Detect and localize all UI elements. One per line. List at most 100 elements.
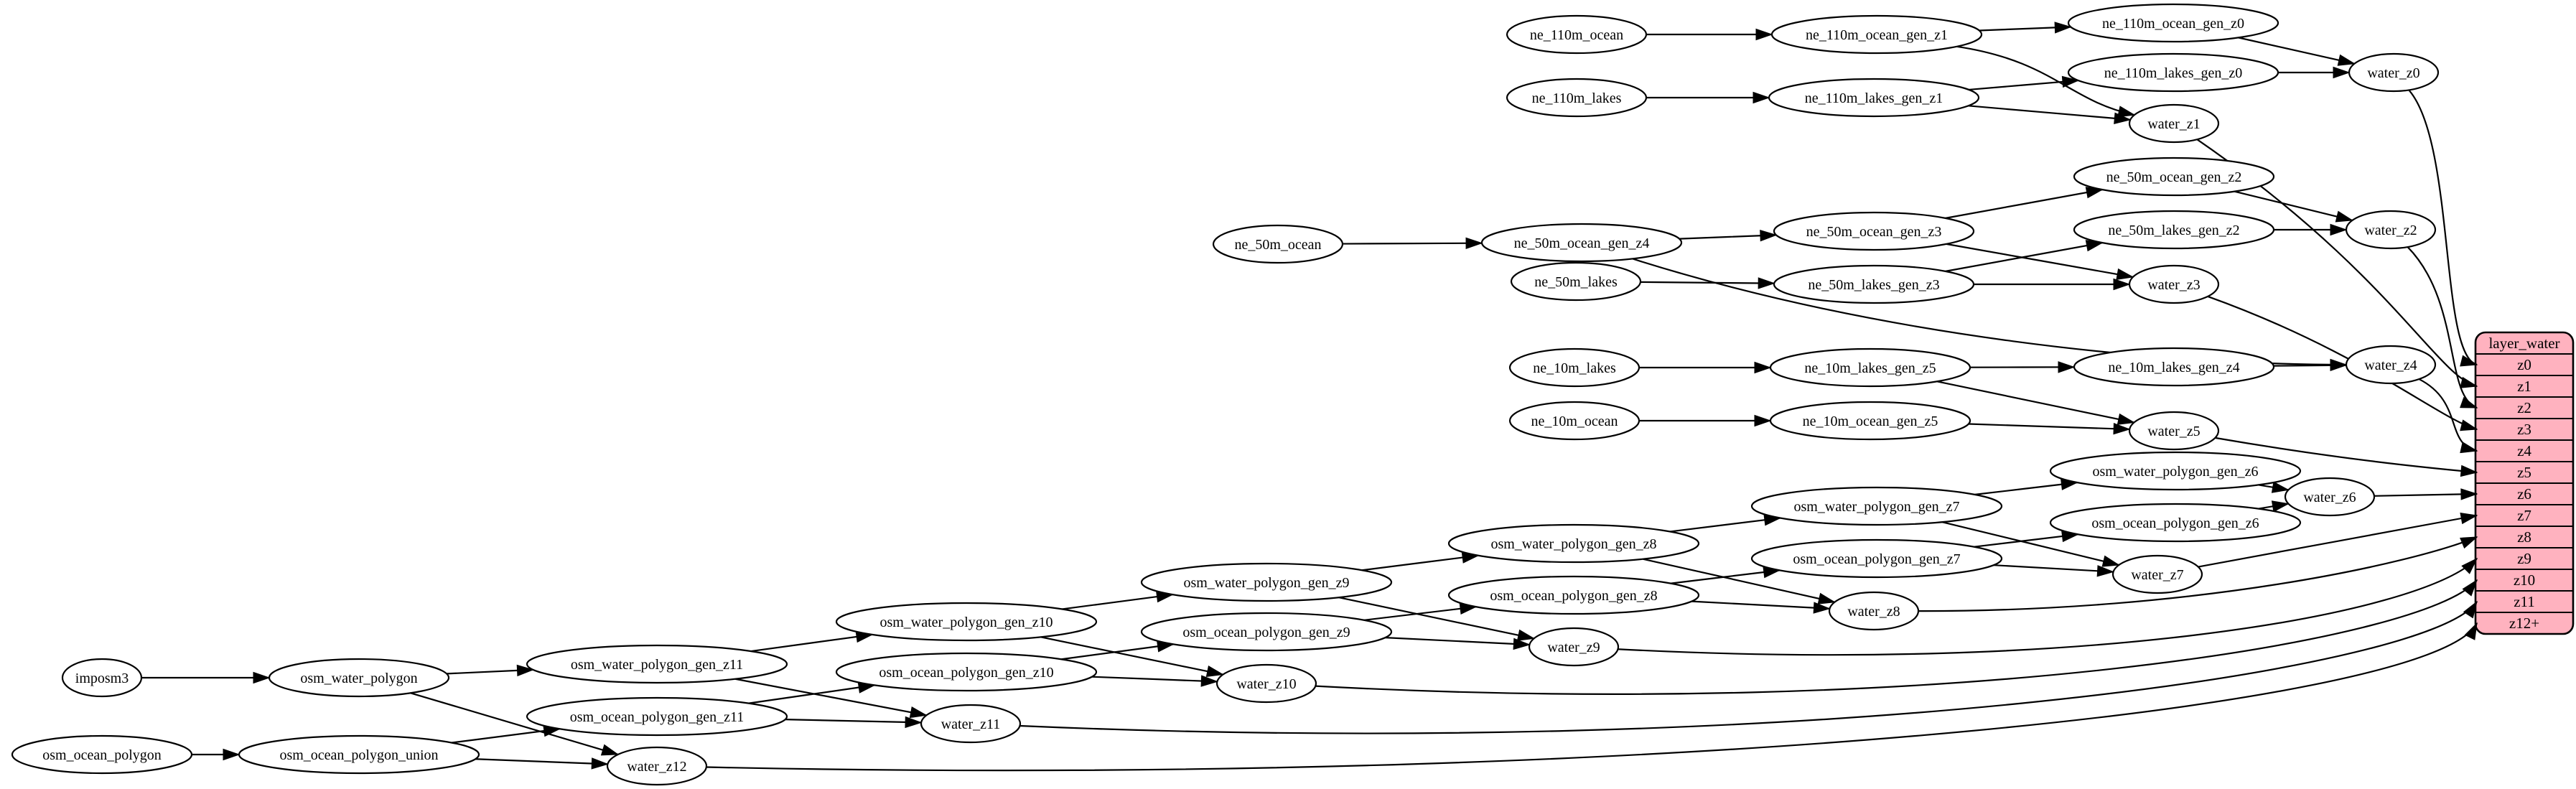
arrowhead-icon: [905, 716, 923, 729]
layer-water-table-header: layer_water: [2488, 335, 2559, 352]
edge-line: [1946, 243, 2134, 278]
layer-water-table: layer_waterz0z1z2z3z4z5z6z7z8z9z10z11z12…: [2474, 331, 2575, 635]
node-osm_ocean_polygon_gen_z10: osm_ocean_polygon_gen_z10: [835, 652, 1098, 692]
edge-osm_ocean_polygon-to-osm_ocean_polygon_union: [191, 748, 241, 761]
arrowhead-icon: [2061, 75, 2080, 88]
node-ne_50m_ocean_gen_z2: ne_50m_ocean_gen_z2: [2073, 157, 2275, 197]
node-ellipse: [1506, 14, 1648, 55]
node-label: water_z1: [2147, 116, 2200, 132]
node-ellipse: [835, 602, 1098, 642]
node-osm_ocean_polygon: osm_ocean_polygon: [11, 734, 193, 775]
node-label: osm_water_polygon_gen_z9: [1183, 575, 1349, 591]
edge-osm_water_polygon_gen_z10-to-osm_water_polygon_gen_z9: [1062, 590, 1174, 610]
edge-osm_water_polygon_gen_z10-to-water_z10: [1040, 636, 1224, 678]
edge-osm_water_polygon_gen_z7-to-water_z7: [1941, 521, 2120, 567]
edges-layer: [141, 22, 2478, 772]
arrowhead-icon: [1516, 629, 1536, 641]
node-ellipse: [835, 652, 1098, 692]
arrowhead-icon: [1760, 230, 1778, 242]
arrowhead-icon: [2460, 442, 2478, 454]
node-water_z11: water_z11: [920, 704, 1022, 744]
table-row-z0: z0: [2517, 356, 2531, 373]
node-water_z6: water_z6: [2284, 477, 2376, 517]
edge-line: [1315, 579, 2478, 695]
arrowhead-icon: [2460, 355, 2478, 367]
node-label: water_z11: [941, 716, 1001, 732]
edge-line: [1342, 242, 1483, 245]
edge-line: [1385, 637, 1530, 646]
arrowhead-icon: [1465, 237, 1483, 249]
node-ellipse: [11, 734, 193, 775]
node-osm_ocean_polygon_gen_z6: osm_ocean_polygon_gen_z6: [2049, 503, 2302, 543]
node-ellipse: [2345, 345, 2437, 385]
node-osm_water_polygon_gen_z7: osm_water_polygon_gen_z7: [1750, 486, 2003, 526]
node-label: osm_water_polygon_gen_z11: [571, 657, 743, 673]
node-label: ne_50m_ocean_gen_z3: [1806, 224, 1942, 240]
arrowhead-icon: [2054, 22, 2072, 34]
edge-line: [1361, 554, 1479, 571]
node-water_z9: water_z9: [1528, 627, 1620, 667]
edge-ne_50m_ocean_gen_z4-to-ne_50m_ocean_gen_z3: [1679, 230, 1778, 242]
node-ellipse: [1773, 264, 1975, 304]
table-row-z2: z2: [2517, 399, 2531, 416]
edge-osm_ocean_polygon_gen_z9-to-water_z9: [1385, 637, 1531, 650]
arrowhead-icon: [1754, 414, 1772, 427]
node-label: osm_ocean_polygon_gen_z11: [570, 709, 745, 725]
table-row-z7: z7: [2517, 507, 2531, 524]
node-water_z5: water_z5: [2128, 411, 2220, 451]
node-label: osm_ocean_polygon_gen_z10: [879, 665, 1053, 681]
node-ne_50m_ocean_gen_z4: ne_50m_ocean_gen_z4: [1480, 223, 1683, 263]
node-osm_water_polygon_gen_z10: osm_water_polygon_gen_z10: [835, 602, 1098, 642]
edge-line: [1091, 676, 1218, 683]
node-label: water_z6: [2303, 490, 2356, 505]
node-osm_water_polygon_gen_z11: osm_water_polygon_gen_z11: [526, 644, 788, 684]
edge-osm_water_polygon_gen_z11-to-water_z11: [734, 678, 928, 719]
edge-line: [1062, 594, 1173, 610]
node-water_z3: water_z3: [2128, 264, 2220, 304]
node-label: water_z9: [1547, 640, 1600, 655]
edge-line: [706, 622, 2478, 772]
node-label: water_z0: [2367, 65, 2419, 81]
edge-ne_110m_lakes-to-ne_110m_lakes_gen_z1: [1646, 91, 1770, 104]
edge-water_z8-to-z8: [1918, 536, 2478, 612]
arrowhead-icon: [2058, 361, 2076, 373]
edge-line: [2215, 436, 2478, 474]
node-label: water_z10: [1236, 676, 1296, 692]
edge-line: [1061, 643, 1174, 660]
node-ellipse: [1750, 486, 2003, 526]
edge-water_z1-to-z1: [2196, 139, 2478, 388]
node-label: ne_110m_ocean_gen_z0: [2102, 16, 2244, 32]
node-label: ne_50m_lakes_gen_z3: [1808, 277, 1939, 293]
node-ne_10m_ocean_gen_z5: ne_10m_ocean_gen_z5: [1769, 401, 1971, 441]
node-ne_110m_ocean_gen_z0: ne_110m_ocean_gen_z0: [2067, 3, 2279, 43]
node-imposm3: imposm3: [61, 658, 143, 698]
edge-ne_110m_ocean_gen_z1-to-ne_110m_ocean_gen_z0: [1979, 22, 2072, 34]
edge-ne_110m_lakes_gen_z1-to-ne_110m_lakes_gen_z0: [1968, 75, 2080, 91]
node-label: ne_110m_ocean_gen_z1: [1806, 27, 1948, 43]
node-ellipse: [606, 746, 708, 786]
node-label: ne_110m_ocean: [1530, 27, 1623, 43]
node-water_z7: water_z7: [2111, 554, 2203, 594]
node-ellipse: [2111, 554, 2203, 594]
edge-osm_ocean_polygon_gen_z11-to-water_z11: [785, 716, 923, 729]
node-label: ne_50m_ocean_gen_z2: [2106, 169, 2242, 185]
node-label: osm_water_polygon_gen_z10: [879, 615, 1053, 630]
edge-water_z6-to-z6: [2374, 488, 2478, 500]
node-ellipse: [1770, 14, 1983, 55]
edge-line: [410, 692, 619, 755]
node-ellipse: [1828, 591, 1920, 631]
arrowhead-icon: [2117, 413, 2135, 425]
node-ne_50m_ocean: ne_50m_ocean: [1212, 224, 1344, 264]
edge-line: [1968, 79, 2079, 91]
node-label: water_z3: [2147, 277, 2200, 293]
edge-line: [451, 728, 560, 744]
node-label: ne_50m_ocean: [1234, 237, 1321, 253]
edge-line: [1945, 189, 2103, 219]
arrowhead-icon: [1205, 665, 1224, 678]
node-ellipse: [2128, 264, 2220, 304]
node-label: water_z5: [2147, 424, 2200, 439]
edge-water_z2-to-z2: [2407, 246, 2478, 409]
edge-line: [1618, 558, 2478, 656]
edge-ne_110m_ocean_gen_z0-to-water_z0: [2238, 37, 2356, 66]
